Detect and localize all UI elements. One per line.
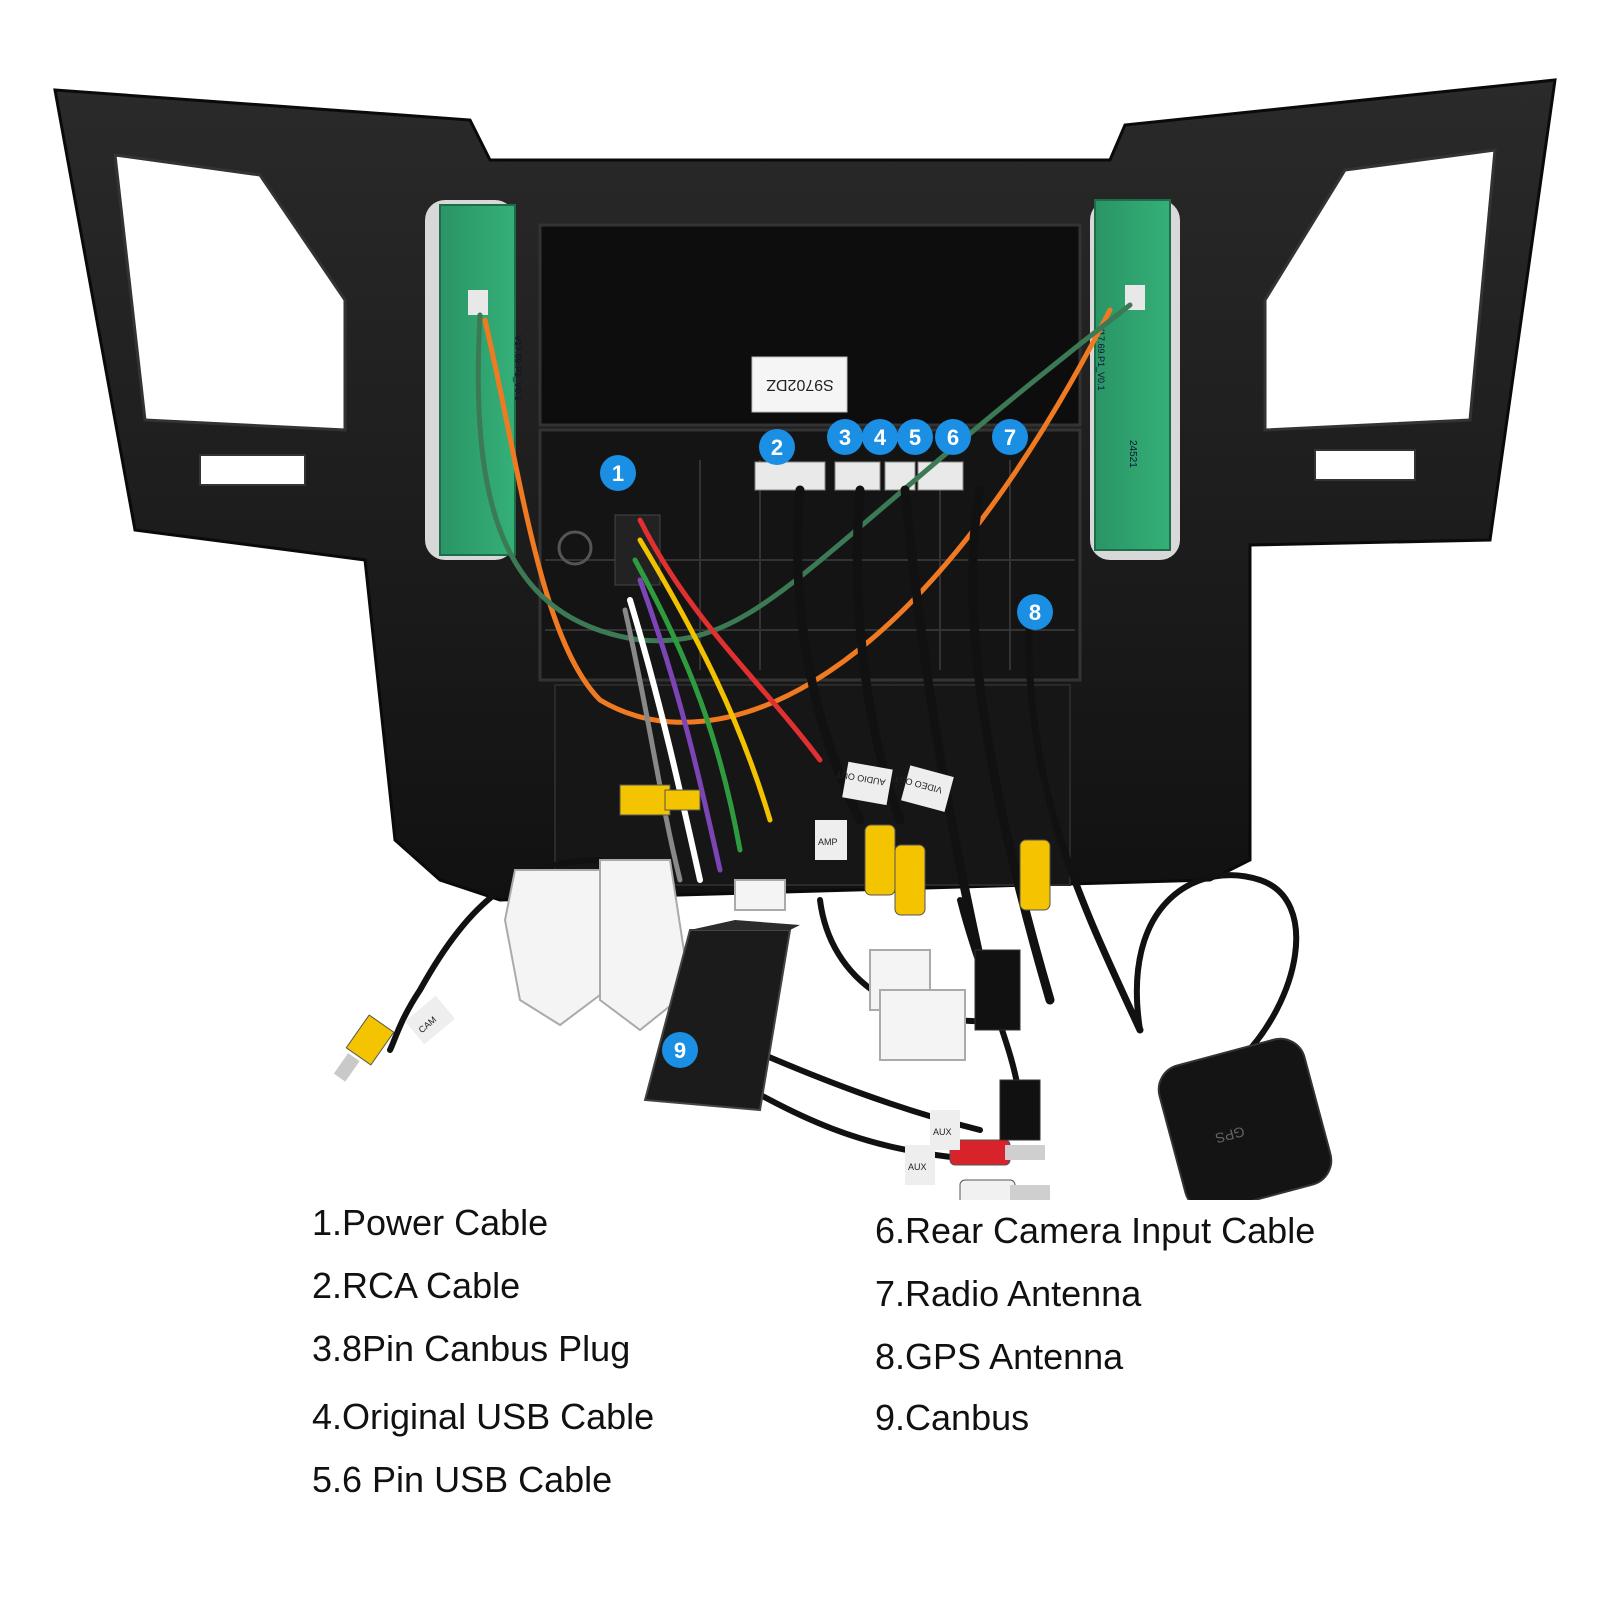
legend-item-rear-camera: 6.Rear Camera Input Cable: [875, 1210, 1316, 1251]
legend-item-rca-cable: 2.RCA Cable: [312, 1265, 521, 1306]
callout-2: 2: [759, 429, 795, 465]
tag-aux-2: AUX: [908, 1162, 927, 1172]
legend-item-power-cable: 1.Power Cable: [312, 1202, 549, 1243]
gps-module-label: GPS: [1214, 1123, 1247, 1146]
callout-8: 8: [1017, 594, 1053, 630]
legend-item-gps-antenna: 8.GPS Antenna: [875, 1336, 1124, 1377]
legend-item-original-usb: 4.Original USB Cable: [312, 1396, 655, 1437]
pcb-left-label: V17.69.P1_V0.1: [513, 335, 523, 401]
gps-antenna-puck: GPS: [1157, 1037, 1333, 1200]
callout-3: 3: [827, 419, 863, 455]
legend-item-6pin-usb: 5.6 Pin USB Cable: [312, 1459, 613, 1500]
pcb-right-label: V17.69.P1_V0.1: [1096, 325, 1106, 391]
right-button-pcb: V17.69.P1_V0.1 24521: [1090, 199, 1180, 560]
pcb-code-label: 24521: [1127, 440, 1138, 468]
callout-4: 4: [862, 419, 898, 455]
cable-tags: VIDEO OUT AUDIO OUT AMP AUX AUX CAM: [405, 761, 960, 1185]
white-harness-plugs: [503, 859, 966, 1061]
tag-aux-1: AUX: [933, 1127, 952, 1137]
callout-1: 1: [600, 455, 636, 491]
legend-item-canbus: 9.Canbus: [875, 1397, 1030, 1438]
callout-3-label: 3: [839, 425, 851, 450]
product-photo: S9702DZ V17.69.P1_V0.1 V17.69.P1_V0.1 24…: [53, 78, 1557, 1200]
callout-6: 6: [935, 419, 971, 455]
usb-plug: [974, 949, 1041, 1141]
cable-legend: 1.Power Cable 2.RCA Cable 3.8Pin Canbus …: [0, 1205, 1600, 1600]
legend-item-radio-antenna: 7.Radio Antenna: [875, 1273, 1142, 1314]
left-button-pcb: V17.69.P1_V0.1: [425, 200, 523, 560]
callout-5: 5: [897, 419, 933, 455]
callout-2-label: 2: [771, 435, 783, 460]
callout-7-label: 7: [1004, 425, 1016, 450]
tag-amp: AMP: [818, 837, 838, 847]
model-sticker-text: S9702DZ: [766, 376, 834, 393]
callout-4-label: 4: [874, 425, 887, 450]
legend-item-canbus-plug: 3.8Pin Canbus Plug: [312, 1328, 631, 1369]
callout-5-label: 5: [909, 425, 921, 450]
callout-8-label: 8: [1029, 600, 1041, 625]
callout-9: 9: [662, 1032, 698, 1068]
callout-7: 7: [992, 419, 1028, 455]
callout-1-label: 1: [612, 461, 624, 486]
callout-6-label: 6: [947, 425, 959, 450]
callout-9-label: 9: [674, 1038, 686, 1063]
rca-plugs: [333, 784, 1051, 1200]
